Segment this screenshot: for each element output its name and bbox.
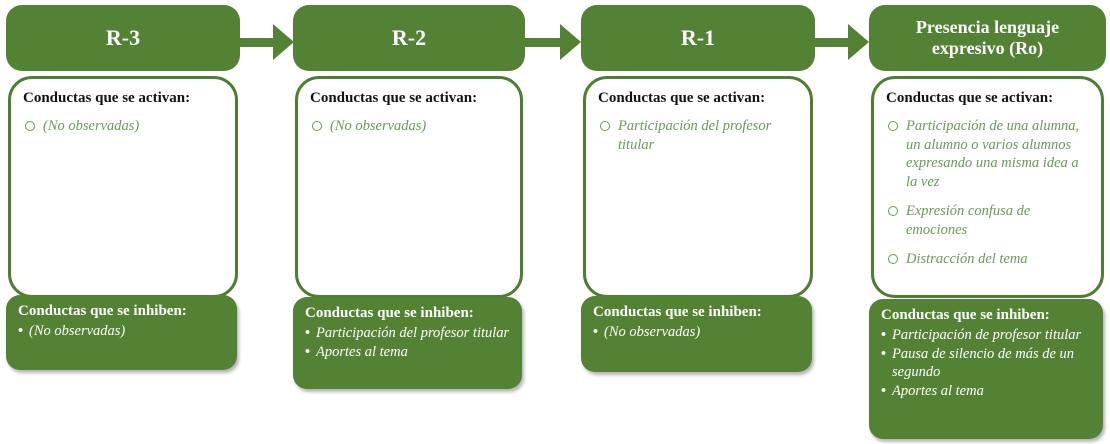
activated-item-list: Participación del profesor titular xyxy=(598,117,800,155)
inhibited-item-list: • Participación de profesor titular • Pa… xyxy=(881,326,1093,401)
inhibited-item-list: • Participación del profesor titular • A… xyxy=(305,324,512,362)
stage-column-r2: R-2 Conductas que se activan: (No observ… xyxy=(293,0,525,444)
activated-item-text: (No observadas) xyxy=(43,117,140,134)
activated-behaviors-box: Conductas que se activan: Participación … xyxy=(583,76,813,298)
inhibited-behaviors-box: Conductas que se inhiben: • Participació… xyxy=(869,299,1103,439)
inhibited-item-text: Participación de profesor titular xyxy=(892,326,1082,343)
stage-column-r3: R-3 Conductas que se activan: (No observ… xyxy=(6,0,240,444)
activated-item-list: Participación de una alumna, un alumno o… xyxy=(886,117,1091,269)
stage-column-r0: Presencia lenguaje expresivo (Ro) Conduc… xyxy=(869,0,1106,444)
inhibited-item-text: (No observadas) xyxy=(604,323,701,340)
activated-item-text: Expresión confusa de emociones xyxy=(906,203,1031,238)
list-item: Expresión confusa de emociones xyxy=(888,202,1091,240)
list-item: Distracción del tema xyxy=(888,250,1091,269)
inhibited-box-title: Conductas que se inhiben: xyxy=(881,307,1050,323)
inhibited-behaviors-box: Conductas que se inhiben: • (No observad… xyxy=(581,296,812,372)
stage-header: R-3 xyxy=(6,5,240,71)
list-item: Participación del profesor titular xyxy=(600,117,800,155)
stage-column-r1: R-1 Conductas que se activan: Participac… xyxy=(581,0,815,444)
circle-bullet-icon xyxy=(312,120,322,131)
arrow-shaft xyxy=(814,38,853,47)
dot-bullet-icon: • xyxy=(593,323,599,340)
activated-behaviors-box: Conductas que se activan: (No observadas… xyxy=(8,76,238,298)
activated-behaviors-box: Conductas que se activan: (No observadas… xyxy=(295,76,523,298)
stage-header: Presencia lenguaje expresivo (Ro) xyxy=(869,5,1106,71)
flow-arrow-icon xyxy=(239,24,294,61)
list-item: (No observadas) xyxy=(312,117,510,136)
arrow-head xyxy=(560,24,581,60)
inhibited-item-text: Participación del profesor titular xyxy=(316,324,510,341)
inhibited-behaviors-box: Conductas que se inhiben: • (No observad… xyxy=(6,295,237,370)
dot-bullet-icon: • xyxy=(305,324,311,341)
stage-header-label: R-3 xyxy=(105,25,141,51)
list-item: • Aportes al tema xyxy=(881,382,1093,401)
list-item: • Participación de profesor titular xyxy=(881,326,1093,345)
list-item: (No observadas) xyxy=(25,117,225,136)
circle-bullet-icon xyxy=(888,206,898,217)
inhibited-item-text: Pausa de silencio de más de un segundo xyxy=(892,345,1075,381)
activated-box-title: Conductas que se activan: xyxy=(598,90,766,106)
arrow-head xyxy=(848,24,869,60)
circle-bullet-icon xyxy=(25,120,35,131)
list-item: • Pausa de silencio de más de un segundo xyxy=(881,345,1093,383)
inhibited-item-list: • (No observadas) xyxy=(593,323,802,342)
circle-bullet-icon xyxy=(888,120,898,131)
activated-item-list: (No observadas) xyxy=(310,117,510,136)
inhibited-item-text: (No observadas) xyxy=(29,322,126,339)
dot-bullet-icon: • xyxy=(881,326,887,343)
arrow-shaft xyxy=(239,38,278,47)
stage-header-label: R-2 xyxy=(391,25,427,51)
inhibited-item-list: • (No observadas) xyxy=(18,322,227,341)
dot-bullet-icon: • xyxy=(305,343,311,360)
stage-header: R-1 xyxy=(581,5,815,71)
flow-arrow-icon xyxy=(814,24,869,61)
dot-bullet-icon: • xyxy=(18,322,24,339)
activated-behaviors-box: Conductas que se activan: Participación … xyxy=(871,76,1104,298)
inhibited-item-text: Aportes al tema xyxy=(316,343,408,360)
activated-item-text: (No observadas) xyxy=(330,117,427,134)
circle-bullet-icon xyxy=(888,253,898,264)
list-item: • Participación del profesor titular xyxy=(305,324,512,343)
stage-header: R-2 xyxy=(293,5,525,71)
activated-item-text: Participación del profesor titular xyxy=(618,117,772,153)
dot-bullet-icon: • xyxy=(881,345,887,362)
list-item: • Aportes al tema xyxy=(305,343,512,362)
activated-item-text: Distracción del tema xyxy=(906,250,1028,267)
activated-item-text: Participación de una alumna, un alumno o… xyxy=(906,117,1080,191)
arrow-head xyxy=(273,24,294,60)
activated-box-title: Conductas que se activan: xyxy=(310,90,478,106)
inhibited-behaviors-box: Conductas que se inhiben: • Participació… xyxy=(293,297,522,389)
list-item: • (No observadas) xyxy=(18,322,227,341)
activated-item-list: (No observadas) xyxy=(23,117,225,136)
stage-header-label: Presencia lenguaje expresivo (Ro) xyxy=(915,17,1060,58)
inhibited-box-title: Conductas que se inhiben: xyxy=(305,305,474,321)
inhibited-box-title: Conductas que se inhiben: xyxy=(18,303,187,319)
stage-header-label: R-1 xyxy=(680,25,716,51)
list-item: • (No observadas) xyxy=(593,323,802,342)
activated-box-title: Conductas que se activan: xyxy=(23,90,191,106)
inhibited-item-text: Aportes al tema xyxy=(892,383,984,400)
circle-bullet-icon xyxy=(600,120,610,131)
inhibited-box-title: Conductas que se inhiben: xyxy=(593,304,762,320)
activated-box-title: Conductas que se activan: xyxy=(886,90,1054,106)
dot-bullet-icon: • xyxy=(881,383,887,400)
flow-arrow-icon xyxy=(524,24,581,61)
arrow-shaft xyxy=(524,38,565,47)
list-item: Participación de una alumna, un alumno o… xyxy=(888,117,1091,192)
